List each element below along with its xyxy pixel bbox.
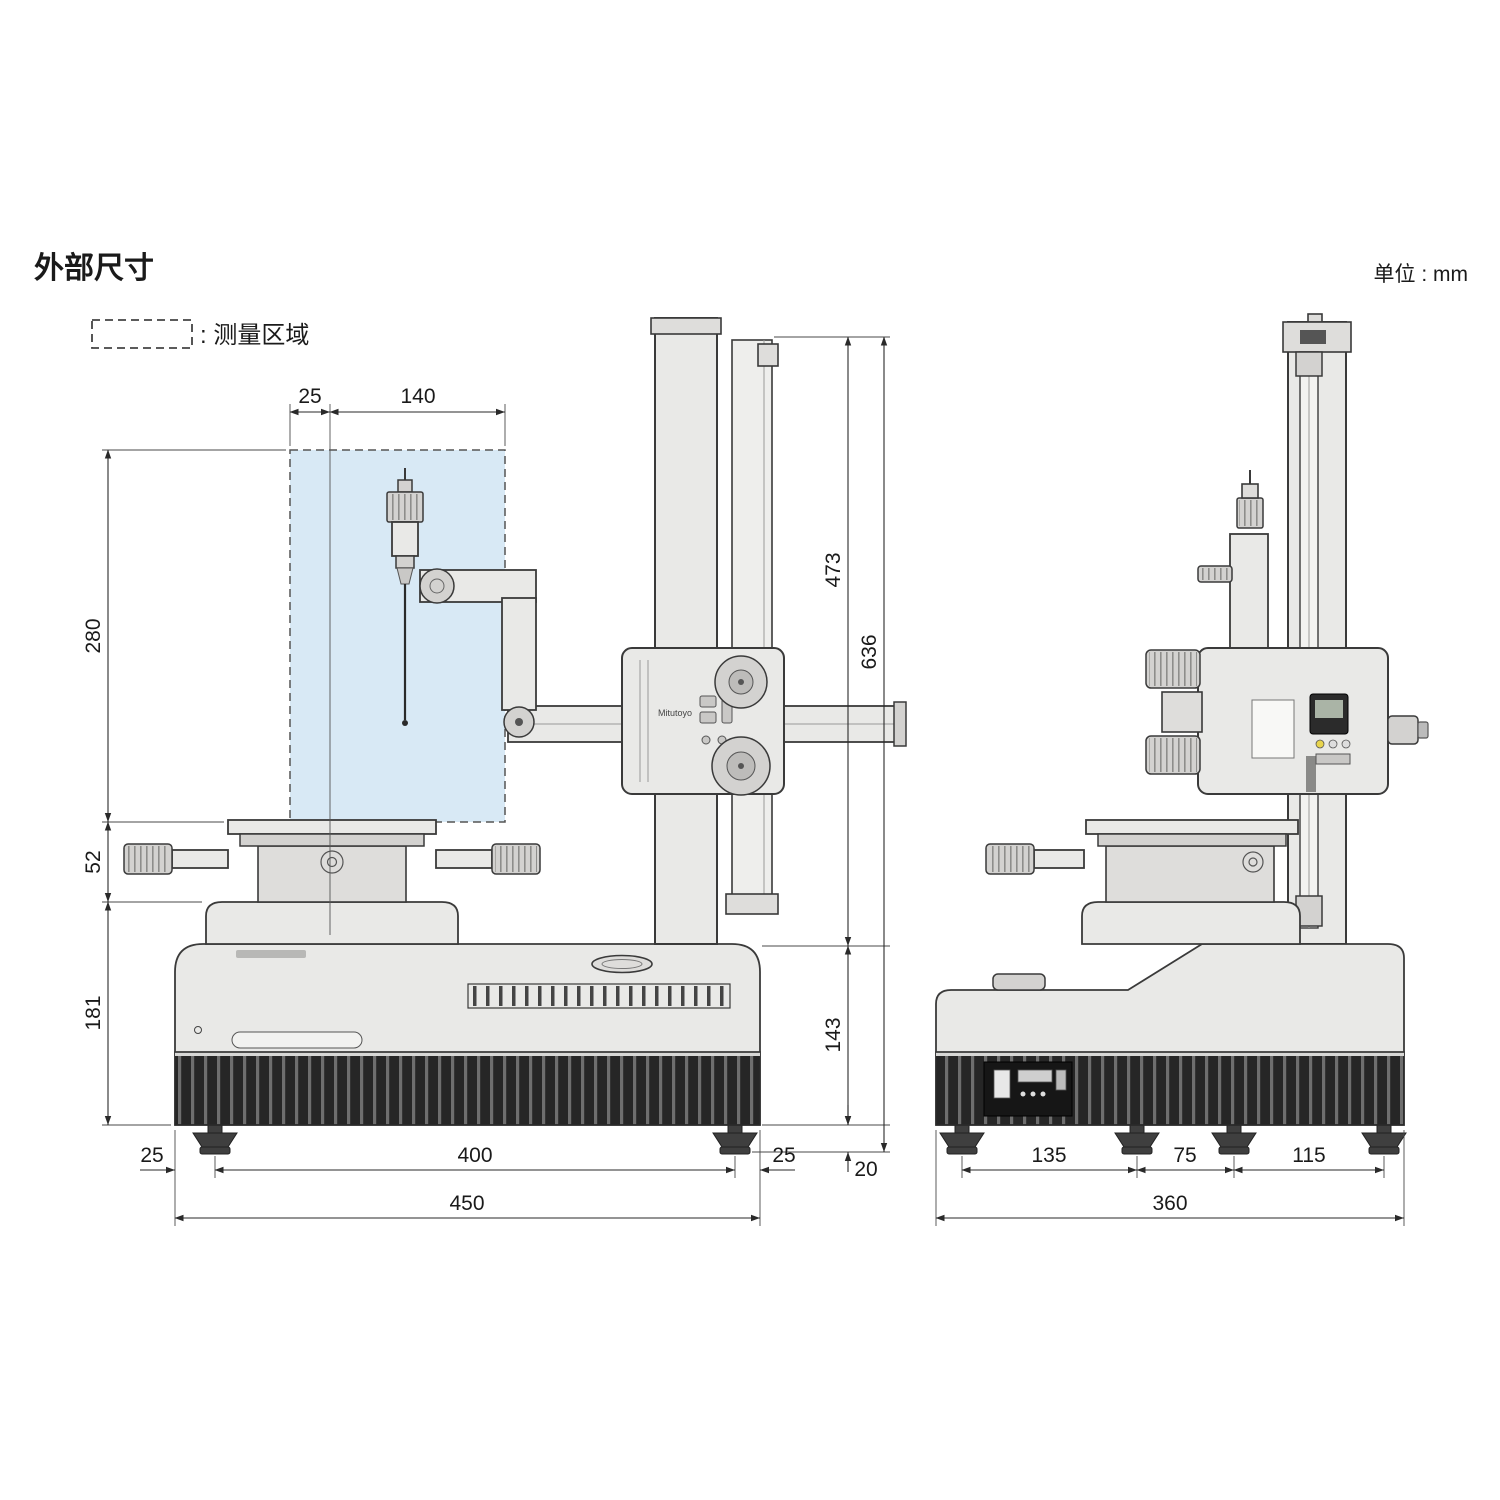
- front-column-cover: [731, 339, 773, 913]
- side-carriage: [1145, 470, 1429, 795]
- dim-label-base-width: 450: [449, 1192, 484, 1215]
- side-probe-column: [1229, 533, 1269, 649]
- side-column: [1282, 313, 1352, 945]
- legend-measure-area-swatch: [91, 319, 193, 349]
- dim-label-base-height: 181: [82, 995, 105, 1030]
- side-scale-top-block: [1295, 351, 1323, 377]
- front-dimensions: 25 140 280 52 181 473 636 143: [82, 336, 890, 1226]
- front-turntable: [123, 819, 541, 945]
- front-carriage-button: [699, 695, 717, 708]
- dim-label-foot-offset-left: 25: [140, 1144, 163, 1167]
- front-view: Mitutoyo: [82, 317, 907, 1226]
- dim-label-base-depth: 360: [1152, 1192, 1187, 1215]
- front-cover-top-tab: [757, 343, 779, 367]
- legend-label: : 测量区域: [200, 322, 309, 349]
- side-connector-panel: [983, 1061, 1073, 1117]
- side-turntable-plinth: [1081, 901, 1301, 945]
- front-top-knob: [591, 954, 653, 974]
- front-column: [650, 317, 779, 945]
- page-title: 外部尺寸: [34, 251, 154, 285]
- front-turntable-cylinder: [257, 845, 407, 903]
- side-display-button: [1328, 739, 1338, 749]
- side-cap-window: [1300, 330, 1326, 344]
- brand-label: Mitutoyo: [658, 708, 692, 718]
- front-vent-strip: [467, 983, 731, 1009]
- front-cover-bottom-block: [725, 893, 779, 915]
- side-view: 135 75 115 360: [935, 313, 1429, 1226]
- probe-body: [391, 521, 419, 557]
- side-display-screen: [1315, 700, 1343, 718]
- dim-label-stylus-offset: 25: [298, 385, 321, 408]
- dim-label-foot-span-mid: 75: [1173, 1144, 1196, 1167]
- front-column-cap: [650, 317, 722, 335]
- front-model-label: [236, 950, 306, 958]
- front-top-knob-inner: [601, 959, 643, 969]
- side-display-button: [1315, 739, 1325, 749]
- front-base-housing: [174, 943, 761, 1053]
- side-table-ring: [1097, 833, 1287, 847]
- front-carriage-button: [699, 711, 717, 724]
- probe-stylus-tip: [402, 720, 408, 726]
- side-table-top: [1085, 819, 1299, 835]
- dim-label-measuring-height: 280: [82, 618, 105, 653]
- front-carriage: Mitutoyo: [621, 647, 785, 796]
- front-knob-right: [435, 843, 541, 875]
- dim-label-foot-span-left: 135: [1031, 1144, 1066, 1167]
- dim-label-foot-span-right: 115: [1292, 1144, 1325, 1167]
- side-probe-cap: [1241, 483, 1259, 499]
- side-dimensions: 135 75 115 360: [935, 1130, 1405, 1226]
- front-table-ring: [239, 833, 425, 847]
- side-knob-stack: [1145, 649, 1203, 775]
- dim-label-foot: 20: [854, 1158, 877, 1181]
- side-right-knob: [1387, 715, 1429, 745]
- side-turntable-cylinder: [1105, 845, 1275, 903]
- dim-label-table-step: 52: [82, 850, 105, 873]
- probe-chuck: [396, 567, 414, 585]
- front-turntable-plinth: [205, 901, 459, 945]
- front-table-top: [227, 819, 437, 835]
- front-knob-left: [123, 843, 229, 875]
- legend: : 测量区域: [91, 319, 309, 349]
- front-handle-recess: [231, 1031, 363, 1049]
- dim-label-overall-height: 636: [858, 634, 881, 669]
- front-ribbed-base: [174, 1051, 761, 1126]
- side-ribbed-base-top-strip: [936, 1052, 1404, 1056]
- dim-label-foot-pitch: 400: [457, 1144, 492, 1167]
- front-ribbed-base-top-strip: [175, 1052, 760, 1056]
- front-arm-end-cap: [893, 701, 907, 747]
- side-handle: [992, 973, 1046, 991]
- side-turntable: [985, 819, 1301, 945]
- dim-label-base-body: 143: [822, 1017, 845, 1052]
- front-screw: [194, 1026, 202, 1034]
- probe-bracket-vertical: [501, 597, 537, 711]
- dim-label-foot-offset-right: 25: [772, 1144, 795, 1167]
- unit-label: 单位 : mm: [1374, 263, 1469, 286]
- side-base-housing: [935, 943, 1405, 1053]
- dim-label-measuring-width: 140: [400, 385, 435, 408]
- probe-collar: [395, 555, 415, 569]
- side-carriage-label: [1251, 699, 1295, 759]
- side-feet: [939, 1124, 1407, 1155]
- front-probe-assembly: [386, 468, 537, 738]
- probe-top-cap: [397, 479, 413, 493]
- side-knob-left: [985, 843, 1085, 875]
- probe-clamp-knob: [419, 568, 455, 604]
- side-display-button: [1341, 739, 1351, 749]
- side-scale-slot: [1306, 756, 1316, 792]
- dim-label-column-height: 473: [822, 552, 845, 587]
